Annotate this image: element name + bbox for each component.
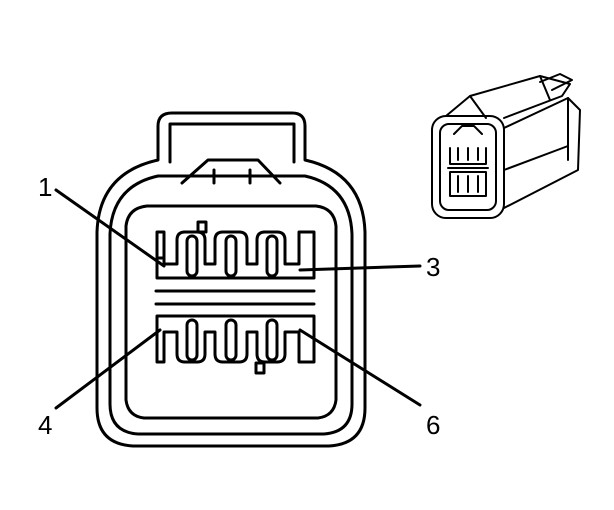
latch-hood [168, 122, 296, 164]
connector-shroud [108, 174, 354, 436]
connector-3d-view [431, 73, 581, 219]
top-row-terminals [155, 230, 316, 280]
pin-4-label: 4 [38, 410, 52, 440]
polarizing-key-bottom [254, 361, 266, 375]
bottom-row-terminals [155, 314, 316, 364]
pin-3-label: 3 [426, 252, 440, 282]
polarizing-key-top [196, 220, 208, 234]
connector-outer-body [95, 111, 367, 448]
latch-tab [180, 158, 282, 185]
leader-line-pin-4 [54, 328, 162, 410]
pin-1-label: 1 [38, 172, 52, 202]
inner-cavity [124, 204, 338, 420]
pin-6-label: 6 [426, 410, 440, 440]
connector-face [95, 111, 367, 448]
leader-line-pin-3 [298, 264, 422, 272]
leader-line-pin-6 [298, 328, 422, 407]
leader-line-pin-1 [54, 188, 166, 268]
